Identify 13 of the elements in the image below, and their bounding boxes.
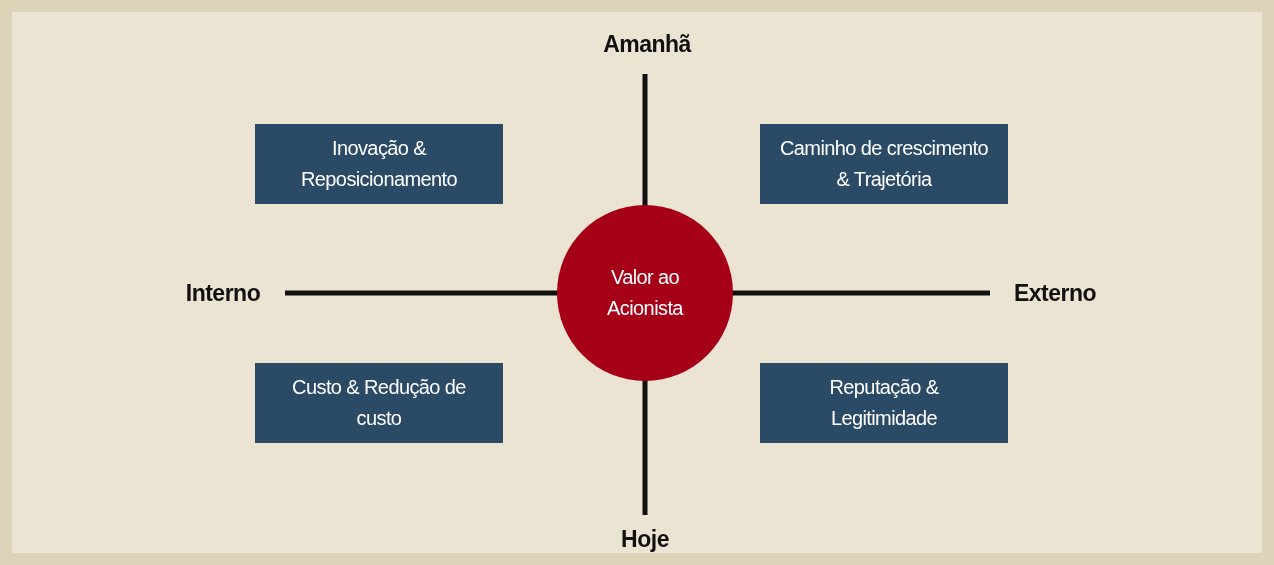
node-text: Reputação & Legitimidade [828,375,940,431]
quadrant-box [255,363,503,443]
axis-label: Externo [1013,279,1097,307]
quadrant-box [760,124,1008,204]
node-text: Caminho de crescimento & Trajetória [779,136,989,192]
quadrant-box [760,363,1008,443]
quadrant-box [255,124,503,204]
node-text: Valor ao Acionista [606,265,685,321]
node-text: Inovação & Reposicionamento [299,136,459,192]
axis-label: Amanhã [603,30,691,58]
axis-label: Hoje [621,525,669,553]
axis-label: Interno [185,279,261,307]
node-text: Custo & Redução de custo [291,375,467,431]
